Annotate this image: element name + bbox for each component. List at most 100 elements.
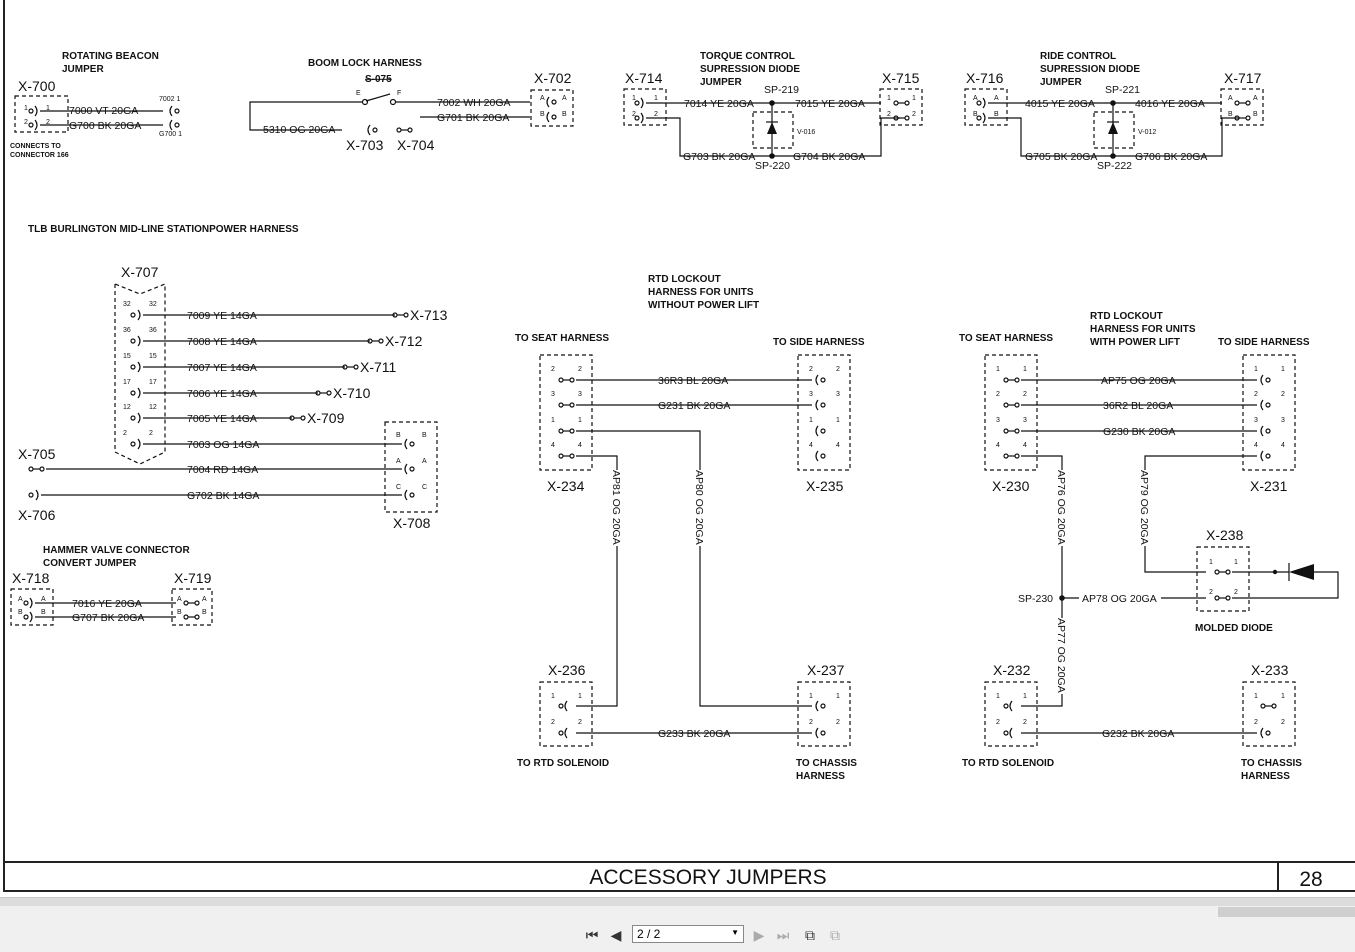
svg-text:A: A (973, 95, 978, 102)
splice-sp219: SP-219 (764, 84, 799, 96)
pin-label-left: 1 (996, 366, 1000, 373)
tlb-burlington-harness: TLB BURLINGTON MID-LINE STATIONPOWER HAR… (18, 224, 448, 531)
pin-label-left: 3 (551, 391, 555, 398)
next-page-icon[interactable]: ▶ (753, 926, 765, 943)
svg-text:1: 1 (996, 693, 1000, 700)
torque-title-1: TORQUE CONTROL (700, 51, 795, 62)
svg-text:A: A (994, 95, 999, 102)
fit-width-icon[interactable]: ⧉ (830, 926, 840, 943)
first-page-icon[interactable]: ⏮ (585, 926, 599, 943)
hammer-title-2: CONVERT JUMPER (43, 558, 137, 569)
fit-page-icon[interactable]: ⧉ (805, 926, 815, 943)
connector-x707: X-707 (121, 264, 159, 280)
pin-label-left: 1 (809, 417, 813, 424)
connector-x719: X-719 (174, 570, 212, 586)
wire-7016: 7016 YE 20GA (72, 598, 142, 610)
rtd2-to-solenoid: TO RTD SOLENOID (962, 758, 1054, 769)
wire-g231: G231 BK 20GA (658, 400, 730, 412)
tlb-wire: 7008 YE 14GA (187, 336, 257, 348)
wire-g700: G700 BK 20GA (69, 120, 141, 132)
rtd1-to-solenoid: TO RTD SOLENOID (517, 758, 609, 769)
page-number: 28 (1299, 868, 1322, 891)
label-g700-1: G700 1 (159, 131, 182, 138)
rtd1-to-chassis: TO CHASSIS (796, 758, 857, 769)
pin-label-right: 1 (1281, 366, 1285, 373)
x707-pin-left: 15 (123, 353, 131, 360)
svg-text:B: B (202, 609, 207, 616)
svg-text:1: 1 (912, 95, 916, 102)
page-selector[interactable]: 2 / 2 ▼ (632, 925, 744, 943)
svg-text:2: 2 (654, 111, 658, 118)
svg-text:1: 1 (1209, 559, 1213, 566)
pin-label-left: 2 (551, 366, 555, 373)
x707-pin-right: 32 (149, 301, 157, 308)
splice-sp222: SP-222 (1097, 160, 1132, 172)
pin-label-right: 1 (1023, 366, 1027, 373)
rtd-lockout-with-power-lift: RTD LOCKOUT HARNESS FOR UNITS WITH POWER… (959, 311, 1339, 782)
horizontal-scrollbar-track[interactable] (0, 898, 1355, 906)
svg-text:2: 2 (24, 119, 28, 126)
previous-page-icon[interactable]: ◀ (610, 926, 622, 943)
svg-text:1: 1 (836, 693, 840, 700)
connector-x702: X-702 (534, 70, 572, 86)
svg-text:A: A (177, 596, 182, 603)
wire-4015: 4015 YE 20GA (1025, 98, 1095, 110)
x707-pin-left: 17 (123, 379, 131, 386)
connector-x702-box (530, 89, 574, 127)
horizontal-scrollbar-thumb[interactable] (1218, 907, 1355, 917)
connector-x708: X-708 (393, 515, 431, 531)
ride-title-2: SUPRESSION DIODE (1040, 64, 1140, 75)
torque-title-3: JUMPER (700, 77, 742, 88)
boom-lock-title: BOOM LOCK HARNESS (308, 58, 422, 69)
tlb-wire: 7006 YE 14GA (187, 388, 257, 400)
pin-label-right: 4 (1023, 442, 1027, 449)
rtd2-harness: HARNESS (1241, 771, 1290, 782)
connector-x716-box (964, 88, 1008, 126)
pin-label-right: 4 (836, 442, 840, 449)
svg-text:B: B (540, 111, 545, 118)
molded-diode-symbol (1289, 564, 1314, 580)
svg-text:1: 1 (46, 105, 50, 112)
x708-pin-a-right: A (422, 458, 427, 465)
wire-7015: 7015 YE 20GA (795, 98, 865, 110)
x707-pin-left: 2 (123, 430, 127, 437)
pin-label-right: 2 (578, 366, 582, 373)
connector-x234-box (539, 354, 593, 471)
svg-text:1: 1 (809, 693, 813, 700)
wire-7000: 7000 VT 20GA (69, 105, 138, 117)
connector-x230: X-230 (992, 478, 1030, 494)
wire-ap75: AP75 OG 20GA (1101, 375, 1176, 387)
pin-label-left: 4 (551, 442, 555, 449)
pin-label-right: 4 (1281, 442, 1285, 449)
rtd2-title-2: HARNESS FOR UNITS (1090, 324, 1196, 335)
last-page-icon[interactable]: ⏭ (776, 926, 790, 943)
svg-text:2: 2 (1234, 589, 1238, 596)
svg-text:A: A (1253, 95, 1258, 102)
tlb-connector: X-711 (360, 359, 397, 375)
pin-label-left: 3 (809, 391, 813, 398)
wire-g707: G707 BK 20GA (72, 612, 144, 624)
x707-pin-right: 36 (149, 327, 157, 334)
svg-text:2: 2 (996, 719, 1000, 726)
footer-title: ACCESSORY JUMPERS (589, 866, 826, 889)
svg-text:B: B (994, 111, 999, 118)
wire-ap77: AP77 OG 20GA (1055, 618, 1067, 693)
wire-g704: G704 BK 20GA (793, 151, 865, 163)
pin-label-left: 3 (996, 417, 1000, 424)
x707-pin-left: 32 (123, 301, 131, 308)
molded-diode-label: MOLDED DIODE (1195, 623, 1273, 634)
hammer-valve-jumper: HAMMER VALVE CONNECTOR CONVERT JUMPER X-… (10, 545, 213, 626)
svg-text:A: A (41, 596, 46, 603)
svg-text:A: A (18, 596, 23, 603)
svg-text:2: 2 (632, 111, 636, 118)
rtd1-harness: HARNESS (796, 771, 845, 782)
pin-label-left: 2 (809, 366, 813, 373)
wire-g706: G706 BK 20GA (1135, 151, 1207, 163)
connector-x235-box (797, 354, 851, 471)
splice-sp220: SP-220 (755, 160, 790, 172)
wire-g705: G705 BK 20GA (1025, 151, 1097, 163)
wire-ap81-label: AP81 OG 20GA (610, 470, 622, 545)
wire-g232: G232 BK 20GA (1102, 728, 1174, 740)
tlb-wire: 7005 YE 14GA (187, 413, 257, 425)
